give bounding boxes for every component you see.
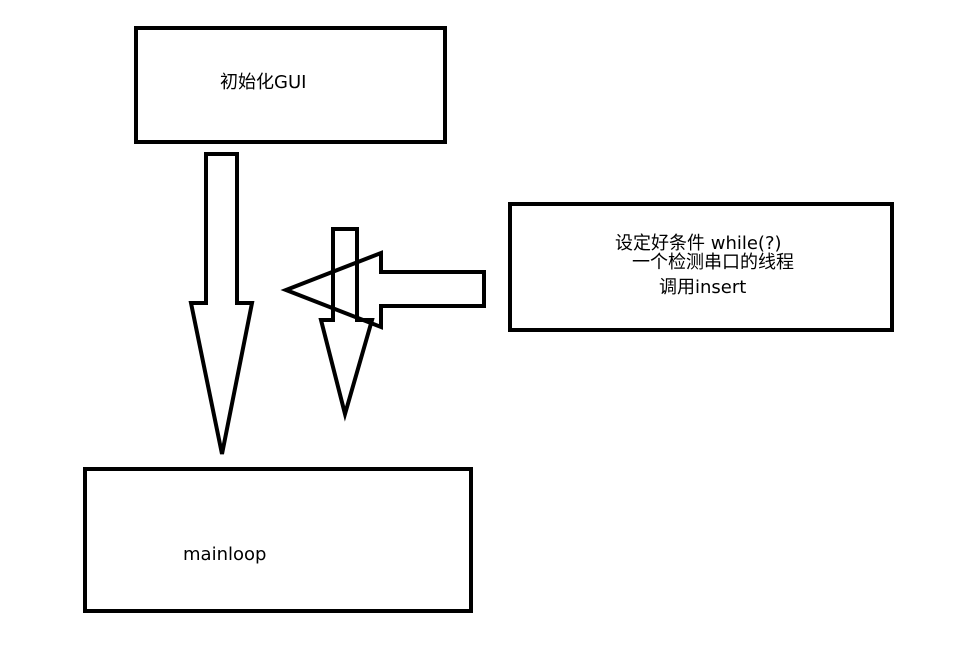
down-arrow-init-to-mainloop — [188, 152, 255, 455]
mainloop-box — [83, 467, 473, 613]
init-gui-label: 初始化GUI — [220, 72, 307, 93]
init-gui-box — [134, 26, 447, 144]
thread-insert-label: 调用insert — [659, 277, 747, 298]
mainloop-label: mainloop — [183, 544, 267, 565]
thread-box — [508, 202, 894, 332]
down-arrow-insert — [318, 227, 375, 422]
left-arrow-thread-to-flow — [280, 250, 486, 330]
thread-condition-label: 设定好条件 while(?) — [615, 233, 782, 254]
thread-description-label: 一个检测串口的线程 — [632, 252, 794, 273]
